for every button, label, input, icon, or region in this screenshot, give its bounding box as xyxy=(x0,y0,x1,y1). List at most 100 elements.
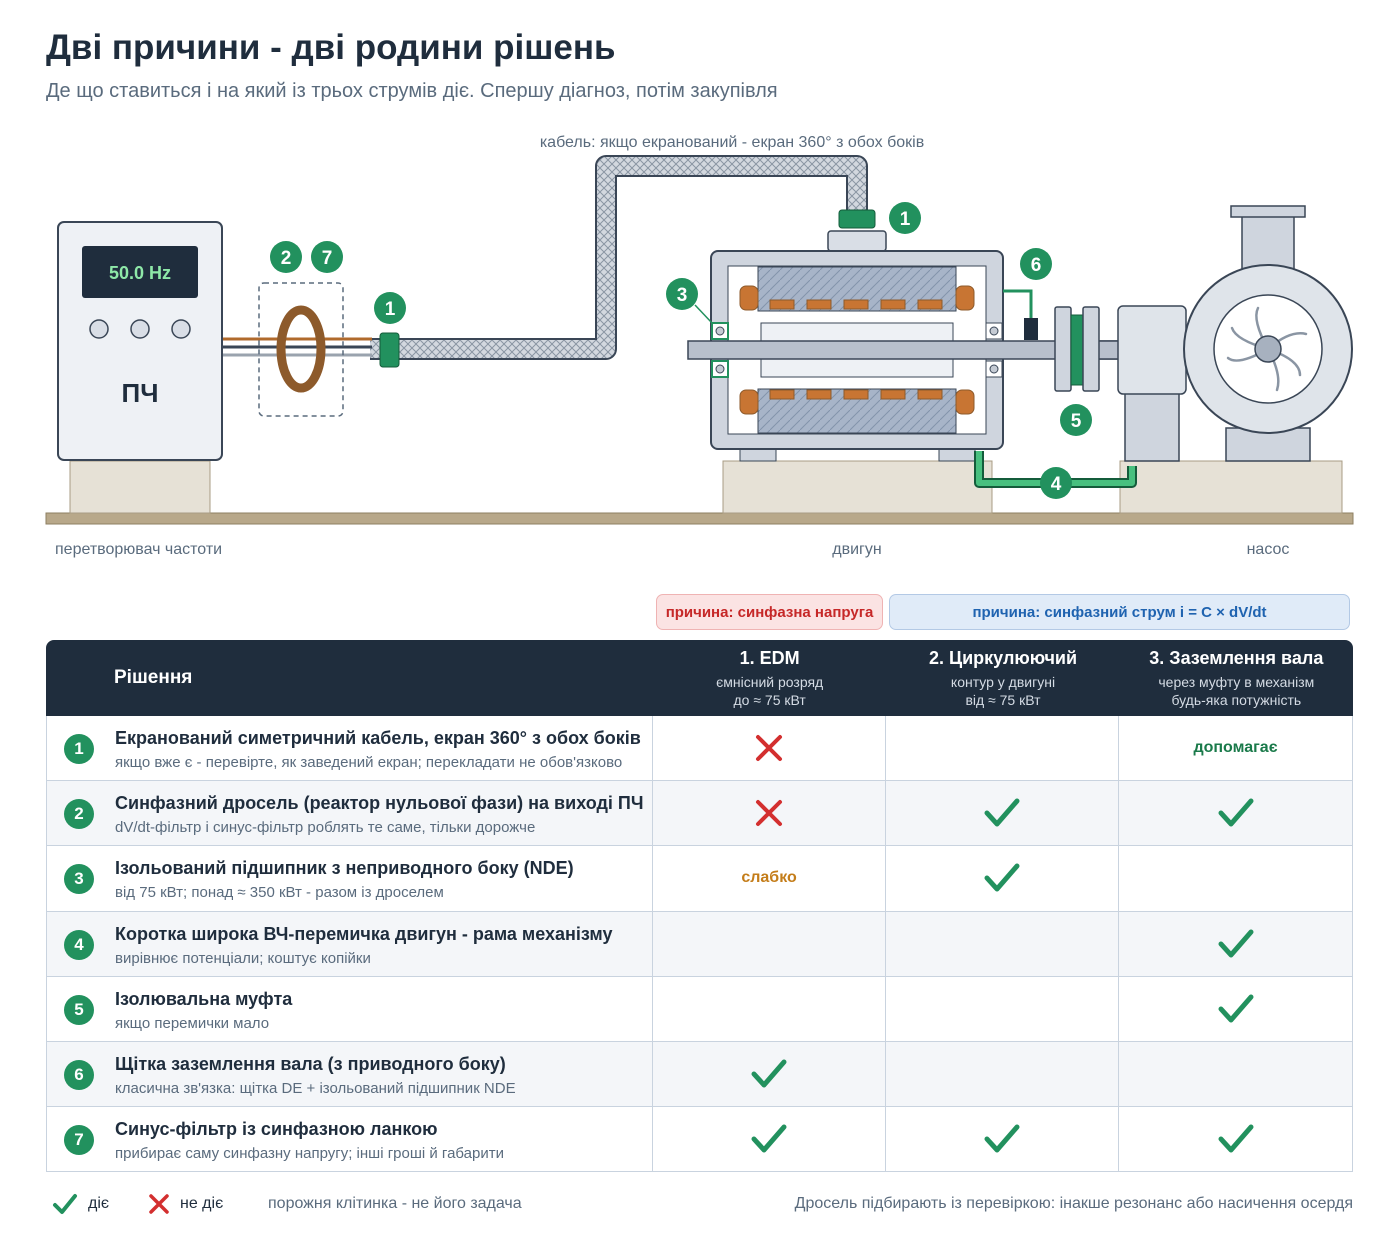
page-title: Дві причини - дві родини рішень xyxy=(46,28,616,67)
effect-cell xyxy=(886,1107,1120,1172)
legend-note: Дросель підбирають із перевіркою: інакше… xyxy=(794,1195,1353,1212)
vfd-output-wires xyxy=(222,337,372,357)
choke-core xyxy=(276,305,326,393)
solution-title: Ізолювальна муфта xyxy=(115,988,293,1009)
effect-text: слабко xyxy=(741,869,797,887)
grounding-brush xyxy=(1024,318,1038,340)
solution-title: Синус-фільтр із синфазною ланкою xyxy=(115,1119,438,1140)
effect-cell xyxy=(886,976,1120,1041)
solution-title: Щітка заземлення вала (з приводного боку… xyxy=(115,1053,506,1074)
solution-title: Ізольований підшипник з неприводного бок… xyxy=(115,858,574,879)
svg-text:4: 4 xyxy=(1051,474,1062,495)
label-motor: двигун xyxy=(832,541,881,558)
windings xyxy=(739,285,975,415)
terminal-box xyxy=(827,230,887,252)
check-icon xyxy=(1218,929,1253,958)
cross-icon xyxy=(756,735,783,762)
check-icon xyxy=(1218,994,1253,1023)
installation-diagram: кабель: якщо екранований - екран 360° з … xyxy=(45,134,1354,558)
svg-text:1: 1 xyxy=(900,209,911,230)
solution-number: 5 xyxy=(64,994,94,1025)
pump-pedestal xyxy=(1119,460,1343,514)
cable-gland-motor xyxy=(838,209,876,229)
motor-pedestal xyxy=(722,460,993,514)
effect-cell xyxy=(886,1041,1120,1107)
effect-cell xyxy=(886,716,1120,781)
effect-cell xyxy=(1119,1042,1352,1106)
vfd-pedestal xyxy=(69,460,211,514)
effect-cell: слабко xyxy=(653,846,887,911)
solution-cell: 1 Екранований симетричний кабель, екран 3… xyxy=(47,716,654,781)
header-col-shaft-grounding: 3. Заземлення вала через муфту в механіз… xyxy=(1149,647,1324,708)
effect-cell xyxy=(886,846,1120,911)
check-icon xyxy=(751,1124,787,1153)
label-pump: насос xyxy=(1247,541,1290,558)
label-vfd: перетворювач частоти xyxy=(55,541,222,558)
vfd-display-text: 50.0 Hz xyxy=(109,263,171,283)
header-col-circulating: 2. Циркулюючий контур у двигуні від ≈ 75… xyxy=(928,647,1078,708)
vfd-display xyxy=(82,246,198,298)
check-icon xyxy=(751,1059,787,1088)
choke-zone xyxy=(258,282,344,417)
cable-caption: кабель: якщо екранований - екран 360° з … xyxy=(540,134,924,151)
solution-cell: 2 Синфазний дросель (реактор нульової фаз… xyxy=(47,781,654,846)
table-body: 1 Екранований симетричний кабель, екран 3… xyxy=(46,716,1353,1173)
solution-title: Синфазний дросель (реактор нульової фази… xyxy=(115,793,644,814)
effect-cell xyxy=(1119,781,1352,845)
effect-cell xyxy=(1119,912,1352,976)
check-icon xyxy=(984,1124,1020,1153)
pump xyxy=(1117,205,1353,462)
effect-cell xyxy=(653,1041,887,1107)
solution-note: від 75 кВт; понад ≈ 350 кВт - разом із д… xyxy=(115,884,444,902)
vfd-knob xyxy=(130,319,150,339)
check-icon xyxy=(984,863,1020,892)
solution-number: 6 xyxy=(64,1059,94,1090)
table-row: 1 Екранований симетричний кабель, екран 3… xyxy=(46,716,1353,782)
solution-title: Екранований симетричний кабель, екран 36… xyxy=(115,728,641,748)
solution-note: якщо вже є - перевірте, як заведений екр… xyxy=(115,754,623,771)
vfd-knob xyxy=(89,319,109,339)
solution-cell: 5 Ізолювальна муфта якщо перемички мало xyxy=(47,976,654,1041)
solution-number: 2 xyxy=(64,799,94,830)
table-row: 5 Ізолювальна муфта якщо перемички мало xyxy=(46,976,1353,1042)
page-subtitle: Де що ставиться і на який із трьох струм… xyxy=(46,80,778,102)
vfd-label: ПЧ xyxy=(122,378,159,408)
cross-icon xyxy=(149,1194,169,1214)
insulating-coupling xyxy=(1054,306,1100,392)
solution-note: класична зв'язка: щітка DE + ізольований… xyxy=(115,1079,516,1097)
effect-cell xyxy=(886,911,1120,976)
header-solution: Рішення xyxy=(114,667,193,688)
svg-text:3: 3 xyxy=(677,285,688,306)
effect-cell xyxy=(653,781,887,846)
legend-empty: порожня клітинка - не його задача xyxy=(268,1195,522,1212)
effect-cell xyxy=(1119,846,1352,910)
bearing-nde xyxy=(711,322,729,378)
cable-gland-vfd xyxy=(379,332,400,368)
solution-note: dV/dt-фільтр і синус-фільтр роблять те с… xyxy=(115,819,536,837)
solution-number: 7 xyxy=(64,1125,94,1156)
legend: діє не діє порожня клітинка - не його за… xyxy=(46,1190,1353,1218)
header-col-edm: 1. EDM ємнісний розряд до ≈ 75 кВт xyxy=(716,647,824,708)
cross-icon xyxy=(756,800,783,827)
bearing-de xyxy=(985,322,1003,378)
solution-number: 1 xyxy=(64,734,94,764)
svg-text:6: 6 xyxy=(1031,255,1042,276)
solution-cell: 6 Щітка заземлення вала (з приводного бок… xyxy=(47,1041,654,1107)
effect-cell xyxy=(1119,977,1352,1041)
table-row: 6 Щітка заземлення вала (з приводного бок… xyxy=(46,1041,1353,1108)
effect-cell xyxy=(653,716,887,781)
check-icon xyxy=(53,1194,77,1214)
solution-note: якщо перемички мало xyxy=(115,1014,270,1032)
effect-cell xyxy=(653,1107,887,1172)
solution-note: вирівнює потенціали; коштує копійки xyxy=(115,949,371,967)
svg-text:5: 5 xyxy=(1071,411,1082,432)
solution-title: Коротка широка ВЧ-перемичка двигун - рам… xyxy=(115,923,613,944)
svg-text:2: 2 xyxy=(281,248,292,269)
legend-works: діє xyxy=(52,1190,109,1218)
check-icon xyxy=(984,798,1020,827)
vfd-knob xyxy=(171,319,191,339)
